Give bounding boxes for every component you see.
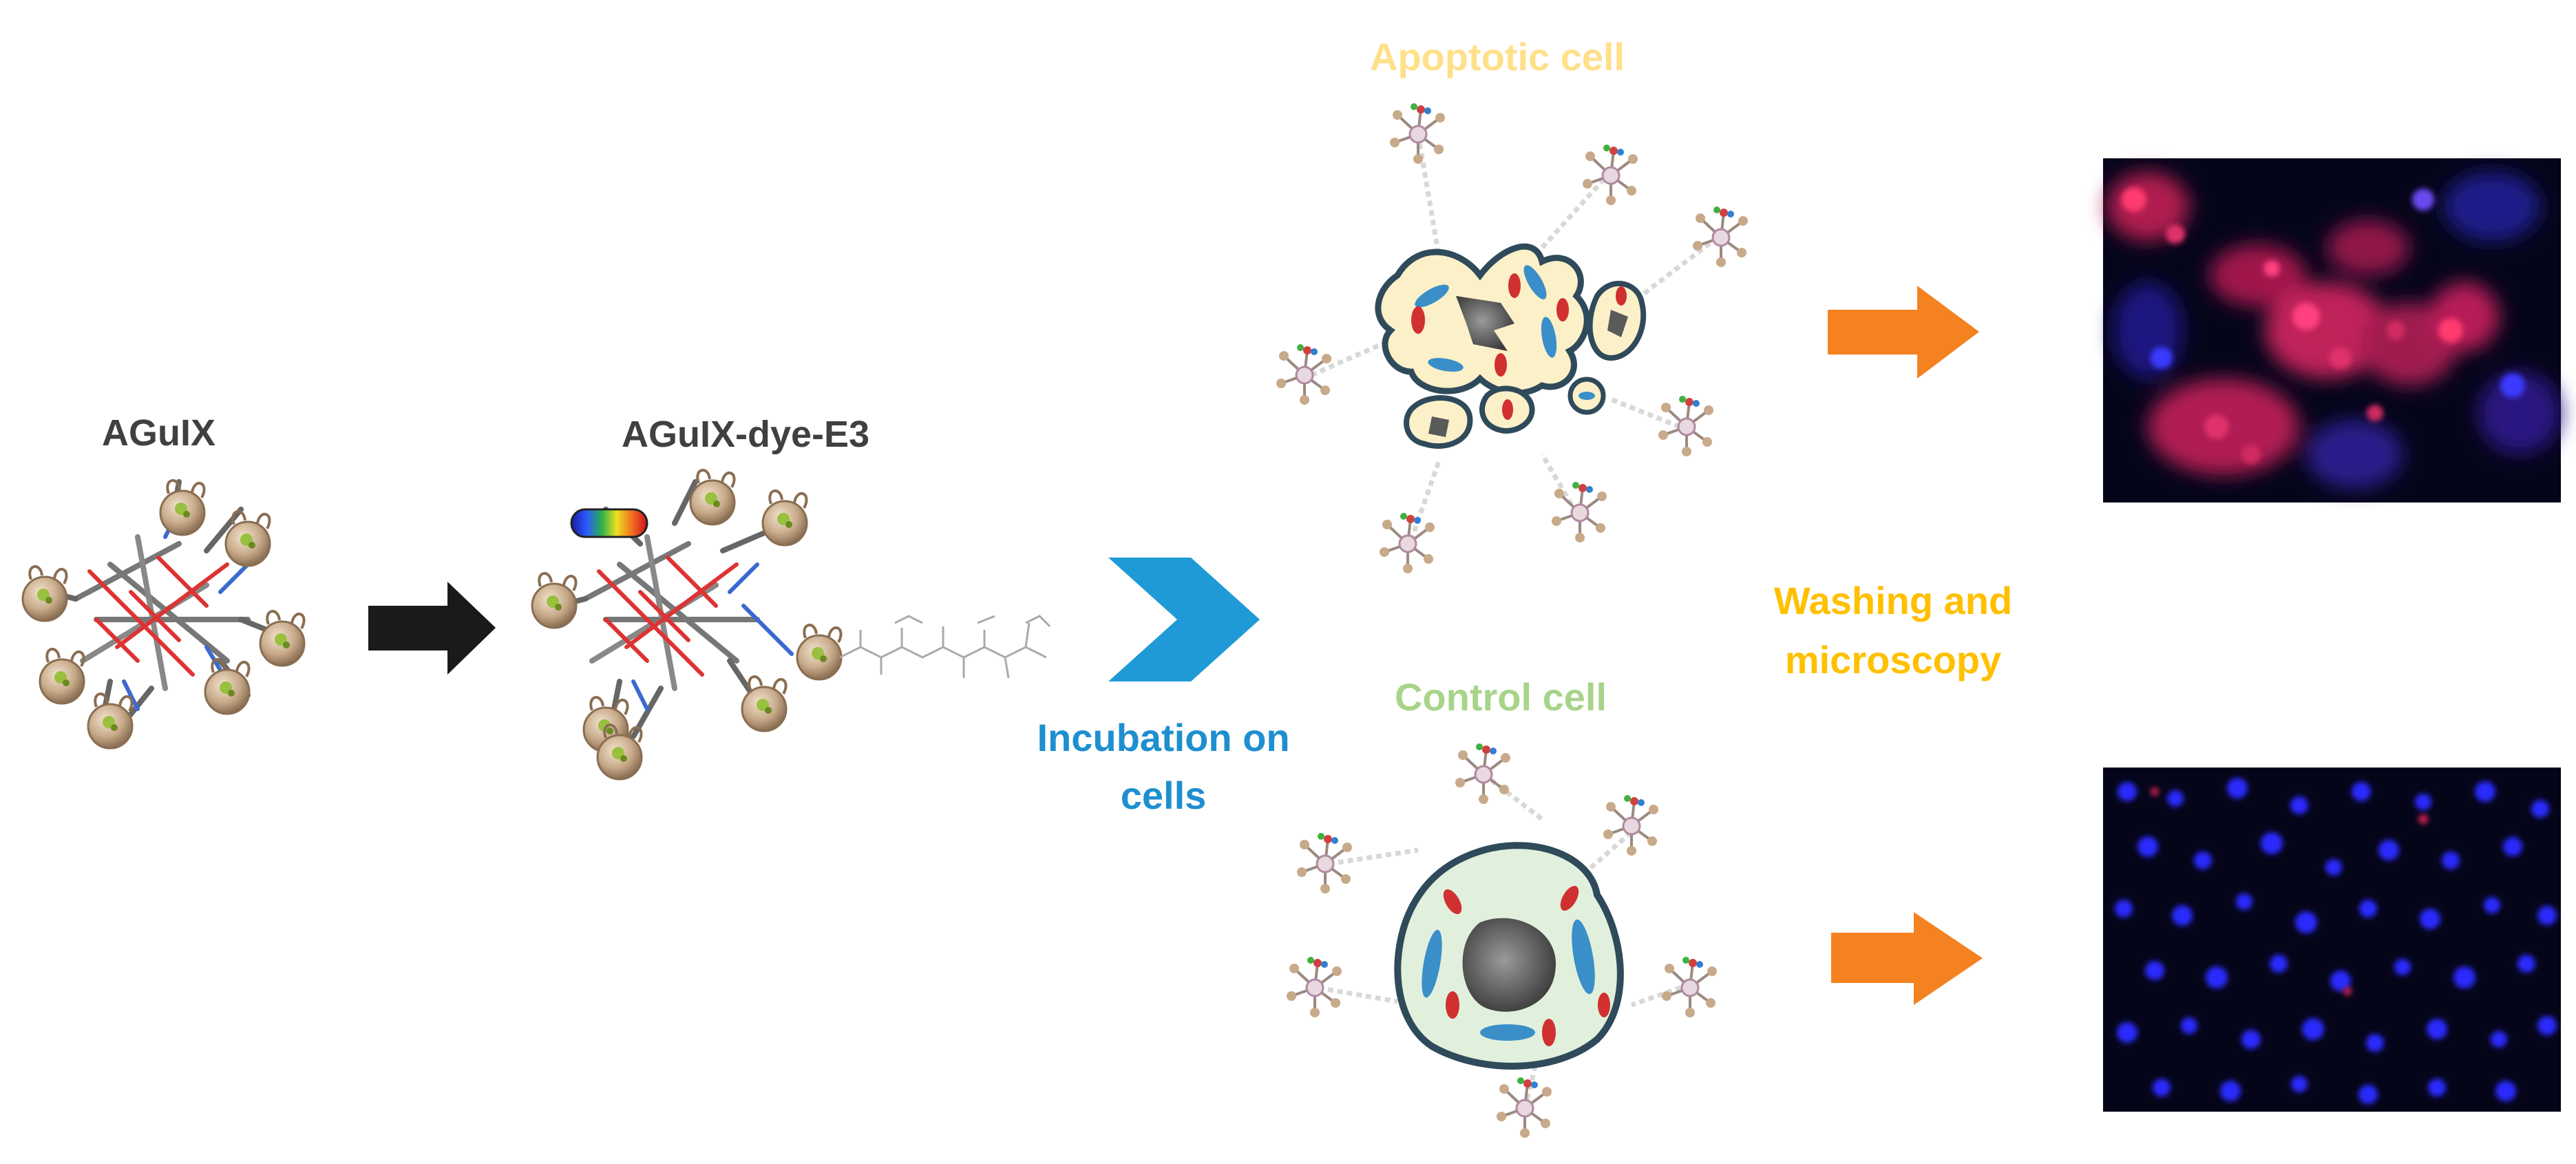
black-arrow (368, 582, 496, 675)
apoptotic-cell-label: Apoptotic cell (1369, 35, 1625, 78)
washing-label-line1: Washing and (1773, 579, 2013, 622)
incubation-label: Incubation on cells (1012, 709, 1315, 825)
control-cell-illustration (1285, 742, 1718, 1139)
aguix-dye-e3-nanoparticle (531, 469, 1051, 781)
blue-chevron-arrow (1108, 558, 1260, 681)
aguix-label: AGuIX (102, 412, 216, 454)
orange-arrow-top (1828, 286, 1979, 379)
dye-rainbow-capsule (570, 508, 648, 538)
aguix-dye-e3-label: AGuIX-dye-E3 (622, 414, 870, 455)
microscopy-image-control (2103, 768, 2561, 1112)
e3-peptide-chain (839, 615, 1051, 679)
apoptotic-cell-illustration (1275, 102, 1749, 575)
washing-label-line2: microscopy (1784, 638, 2002, 681)
incubation-label-line2: cells (1120, 774, 1207, 817)
incubation-label-line1: Incubation on (1037, 716, 1290, 759)
orange-arrow-bottom (1831, 912, 1983, 1005)
control-cell-label: Control cell (1394, 675, 1607, 719)
washing-microscopy-label: Washing and microscopy (1742, 571, 2045, 690)
microscopy-image-apoptotic (2103, 158, 2561, 502)
aguix-nanoparticle (21, 479, 306, 750)
